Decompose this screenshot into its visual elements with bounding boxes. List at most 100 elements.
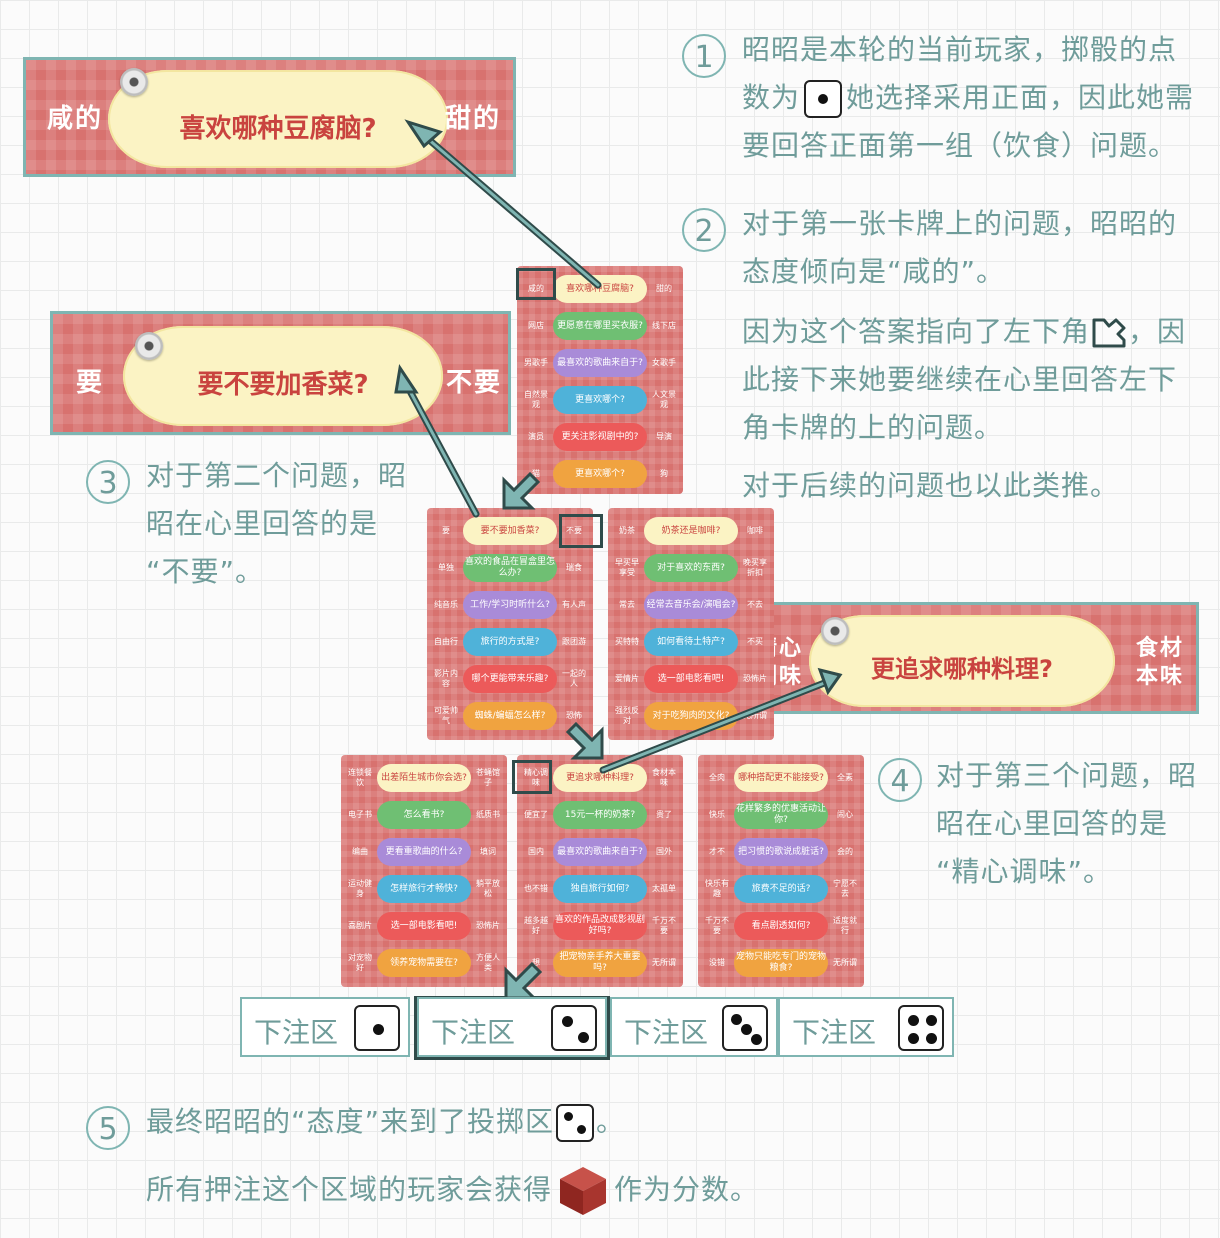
pin-icon [135, 332, 163, 360]
card-row: 才不把习惯的歌说成脏话?会的 [698, 835, 864, 869]
card-row-left-answer: 可爱帅气 [434, 706, 458, 725]
card-row-right-answer: 瑞食 [566, 563, 582, 572]
pin-icon [120, 68, 148, 96]
step5-line-a: 最终昭昭的“态度”来到了投掷区。 [146, 1098, 625, 1146]
card-row-left-answer: 电子书 [348, 810, 372, 819]
step4-line-a: 对于第三个问题，昭 [936, 759, 1198, 792]
banner-second-question: 要 要不要加香菜? 不要 [50, 311, 511, 435]
card-row-question: 宠物只能吃专门的宠物粮食? [734, 949, 828, 977]
card-row-left-answer: 喜剧片 [348, 921, 372, 930]
card-row-left-answer: 买特特 [615, 637, 639, 646]
betting-zone-3[interactable]: 下注区 [610, 997, 778, 1057]
card-row-question: 旅行的方式是? [463, 628, 557, 656]
die-icon [722, 1005, 768, 1051]
card-row-right-answer: 国外 [656, 847, 672, 856]
card-bottom-left: 连锁餐饮出差陌生城市你会选?苍蝇馆子电子书怎么看书?纸质书编曲更看重歌曲的什么?… [341, 755, 507, 987]
betting-zone-label: 下注区 [431, 1016, 516, 1049]
card-row-question: 蜘蛛/蝙蝠怎么样? [463, 702, 557, 730]
card-row-right-answer: 导演 [656, 432, 672, 441]
step5-line-b-post: 作为分数。 [614, 1173, 760, 1206]
card-row-question: 独自旅行如何? [553, 875, 647, 903]
card-row: 奶茶奶茶还是咖啡?咖啡 [608, 514, 774, 548]
card-row-right-answer: 甜的 [656, 284, 672, 293]
card-row-question: 对于喜欢的东西? [644, 554, 738, 582]
banner-first-question: 咸的 喜欢哪种豆腐脑? 甜的 [23, 57, 516, 177]
card-row-left-answer: 运动健身 [348, 879, 372, 898]
card-row-left-answer: 演员 [528, 432, 544, 441]
card-row-question: 更愿意在哪里买衣服? [553, 312, 647, 340]
card-row: 爱情片选一部电影看吧!恐怖片 [608, 662, 774, 696]
question-bubble [123, 326, 443, 426]
card-row-left-answer: 猫 [532, 469, 540, 478]
card-row-right-answer: 恐怖片 [476, 921, 500, 930]
card-row-left-answer: 男歌手 [524, 358, 548, 367]
card-row-right-answer: 无所谓 [652, 958, 676, 967]
card-row-question: 喜欢的作品改成影视剧好吗? [553, 912, 647, 940]
card-row: 国内最喜欢的歌曲来自于?国外 [517, 835, 683, 869]
step5-line-a-post: 。 [596, 1105, 626, 1138]
card-row-question: 把习惯的歌说成脏话? [734, 838, 828, 866]
card-row-question: 15元一杯的奶茶? [553, 801, 647, 829]
card-row-left-answer: 连锁餐饮 [348, 768, 372, 787]
card-row-left-answer: 编曲 [352, 847, 368, 856]
betting-zone-label: 下注区 [254, 1016, 339, 1049]
card-row-left-answer: 对宠物好 [348, 953, 372, 972]
betting-zone-2[interactable]: 下注区 [417, 997, 607, 1057]
card-row: 单独喜欢的食品在冒盒里怎么办?瑞食 [427, 551, 593, 585]
card-row-left-answer: 强烈反对 [615, 706, 639, 725]
card-row-left-answer: 奶茶 [619, 526, 635, 535]
card-row-right-answer: 方便人类 [476, 953, 500, 972]
betting-zone-label: 下注区 [624, 1016, 709, 1049]
card-row: 千万不要看点剧透如何?适度就行 [698, 909, 864, 943]
card-row-question: 经常去音乐会/演唱会? [644, 591, 738, 619]
step1-line-b-post: 她选择采用正面，因此她需 [846, 81, 1195, 114]
die-two-icon [556, 1104, 595, 1142]
card-row-right-answer: 纸质书 [476, 810, 500, 819]
betting-zone-1[interactable]: 下注区 [240, 997, 410, 1057]
card-row-left-answer: 便宜了 [524, 810, 548, 819]
card-row-question: 哪个更能带来乐趣? [463, 665, 557, 693]
card-row-question: 工作/学习时听什么? [463, 591, 557, 619]
step2-line-b: 态度倾向是“咸的”。 [742, 255, 1006, 288]
step-number-1: 1 [682, 34, 726, 78]
card-row-left-answer: 早买早享受 [615, 558, 639, 577]
card-row: 常去经常去音乐会/演唱会?不去 [608, 588, 774, 622]
step1-line-b: 数为她选择采用正面，因此她需 [742, 74, 1194, 122]
card-row-left-answer: 全肉 [709, 773, 725, 782]
card-row-question: 选一部电影看吧! [644, 665, 738, 693]
corner-arrow-icon [502, 471, 604, 1000]
step2-line-a: 对于第一张卡牌上的问题，昭昭的 [742, 207, 1178, 240]
card-row-question: 奶茶还是咖啡? [644, 517, 738, 545]
card-row: 电子书怎么看书?纸质书 [341, 798, 507, 832]
card-row-question: 看点剧透如何? [734, 912, 828, 940]
card-row-left-answer: 才不 [709, 847, 725, 856]
die-icon [898, 1005, 944, 1051]
card-row: 连锁餐饮出差陌生城市你会选?苍蝇馆子 [341, 761, 507, 795]
card-row-right-answer: 无所谓 [743, 711, 767, 720]
card-row: 运动健身怎样旅行才畅快?躺平放松 [341, 872, 507, 906]
step2-line-e: 角卡牌的上的问题。 [742, 411, 1004, 444]
step1-line-c: 要回答正面第一组（饮食）问题。 [742, 129, 1178, 162]
card-row-question: 哪种搭配更不能接受? [734, 764, 828, 792]
card-row-right-answer: 千万不要 [652, 916, 676, 935]
banner-right-answer: 甜的 [444, 104, 501, 134]
betting-zone-4[interactable]: 下注区 [778, 997, 954, 1057]
step-number-4: 4 [878, 758, 922, 802]
card-row: 全肉哪种搭配更不能接受?全素 [698, 761, 864, 795]
banner-third-question: 精心 调味 更追求哪种料理? 食材 本味 [738, 602, 1199, 714]
card-row: 纯音乐工作/学习时听什么?有人声 [427, 588, 593, 622]
card-row-right-answer: 有人声 [562, 600, 586, 609]
card-row-question: 如何看待土特产? [644, 628, 738, 656]
card-row: 男歌手最喜欢的歌曲来自于?女歌手 [517, 346, 683, 380]
card-row-right-answer: 闹心 [837, 810, 853, 819]
banner-question: 要不要加香菜? [197, 370, 369, 400]
card-row-right-answer: 躺平放松 [476, 879, 500, 898]
card-row: 对宠物好领养宠物需要在?方便人类 [341, 946, 507, 980]
card-row: 喜剧片选一部电影看吧!恐怖片 [341, 909, 507, 943]
step2-line-d: 此接下来她要继续在心里回答左下 [742, 363, 1178, 396]
card-row: 买特特如何看待土特产?不买 [608, 625, 774, 659]
card-row-right-answer: 不去 [747, 600, 763, 609]
card-row-left-answer: 爱情片 [615, 674, 639, 683]
card-row-left-answer: 没错 [709, 958, 725, 967]
